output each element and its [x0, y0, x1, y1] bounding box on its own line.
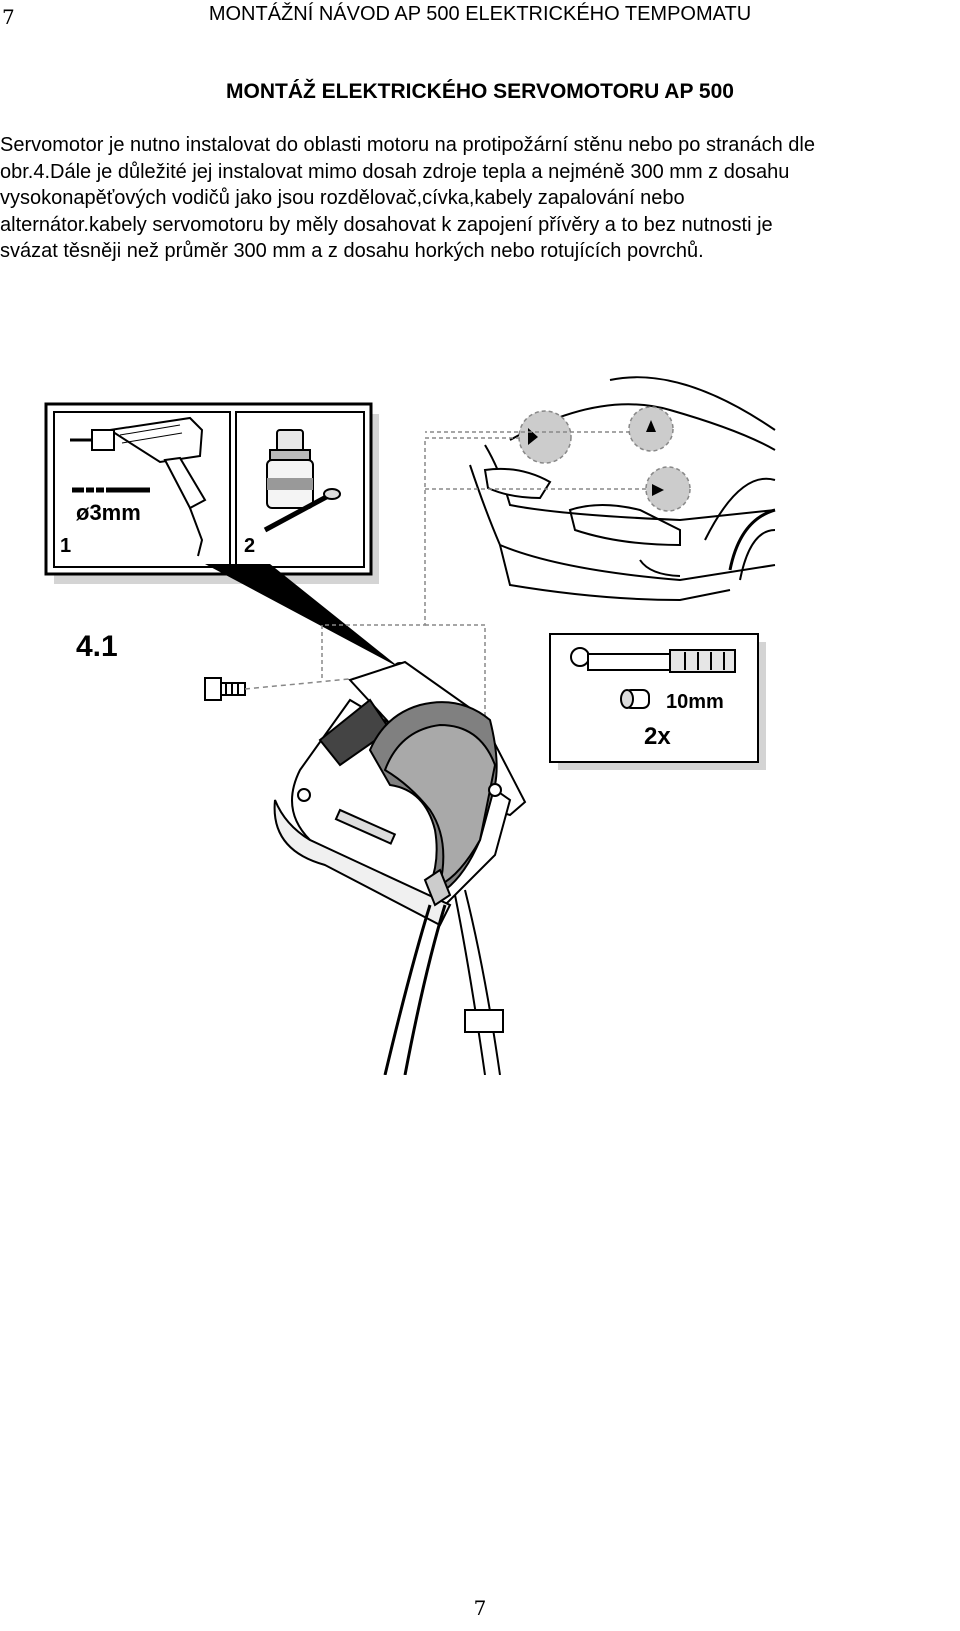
panel-number-1: 1 [60, 535, 71, 557]
body-paragraph: Servomotor je nutno instalovat do oblast… [0, 132, 958, 265]
body-line-5: svázat těsněji než průměr 300 mm a z dos… [0, 240, 704, 262]
mount-marker-left [518, 410, 572, 464]
drill-bit-icon [72, 487, 150, 493]
mount-marker-side [645, 466, 691, 512]
panel-number-2: 2 [244, 535, 255, 557]
applicator-icon [263, 488, 341, 533]
installation-figure: ø3mm 1 2 [40, 370, 930, 1076]
drill-size-label: ø3mm [76, 500, 141, 525]
car-outline [469, 376, 776, 602]
body-line-3: vysokonapěťových vodičů jako jsou rozděl… [0, 187, 685, 209]
servomotor-assembly [273, 660, 527, 1076]
quantity-label: 2x [644, 723, 671, 750]
footer-page-number: 7 [473, 1596, 487, 1620]
socket-icon [620, 689, 650, 709]
mount-position-markers [518, 406, 691, 512]
body-line-2: obr.4.Dále je důležité jej instalovat mi… [0, 160, 790, 183]
callout-pointer [205, 564, 400, 668]
wrench-size-label: 10mm [666, 691, 724, 713]
drill-icon [70, 416, 207, 557]
section-title: MONTÁŽ ELEKTRICKÉHO SERVOMOTORU AP 500 [226, 80, 734, 103]
running-header-title: MONTÁŽNÍ NÁVOD AP 500 ELEKTRICKÉHO TEMPO… [208, 3, 752, 25]
bolt-icon [204, 675, 381, 701]
body-line-1: Servomotor je nutno instalovat do oblast… [0, 134, 815, 156]
body-line-4: alternátor.kabely servomotoru by měly do… [0, 213, 773, 236]
threadlock-bottle-icon [266, 429, 314, 509]
ratchet-wrench-icon [570, 647, 736, 673]
figure-label: 4.1 [76, 630, 118, 663]
header-page-number: 7 [2, 5, 15, 29]
installation-illustration: ø3mm 1 2 [44, 376, 776, 1076]
